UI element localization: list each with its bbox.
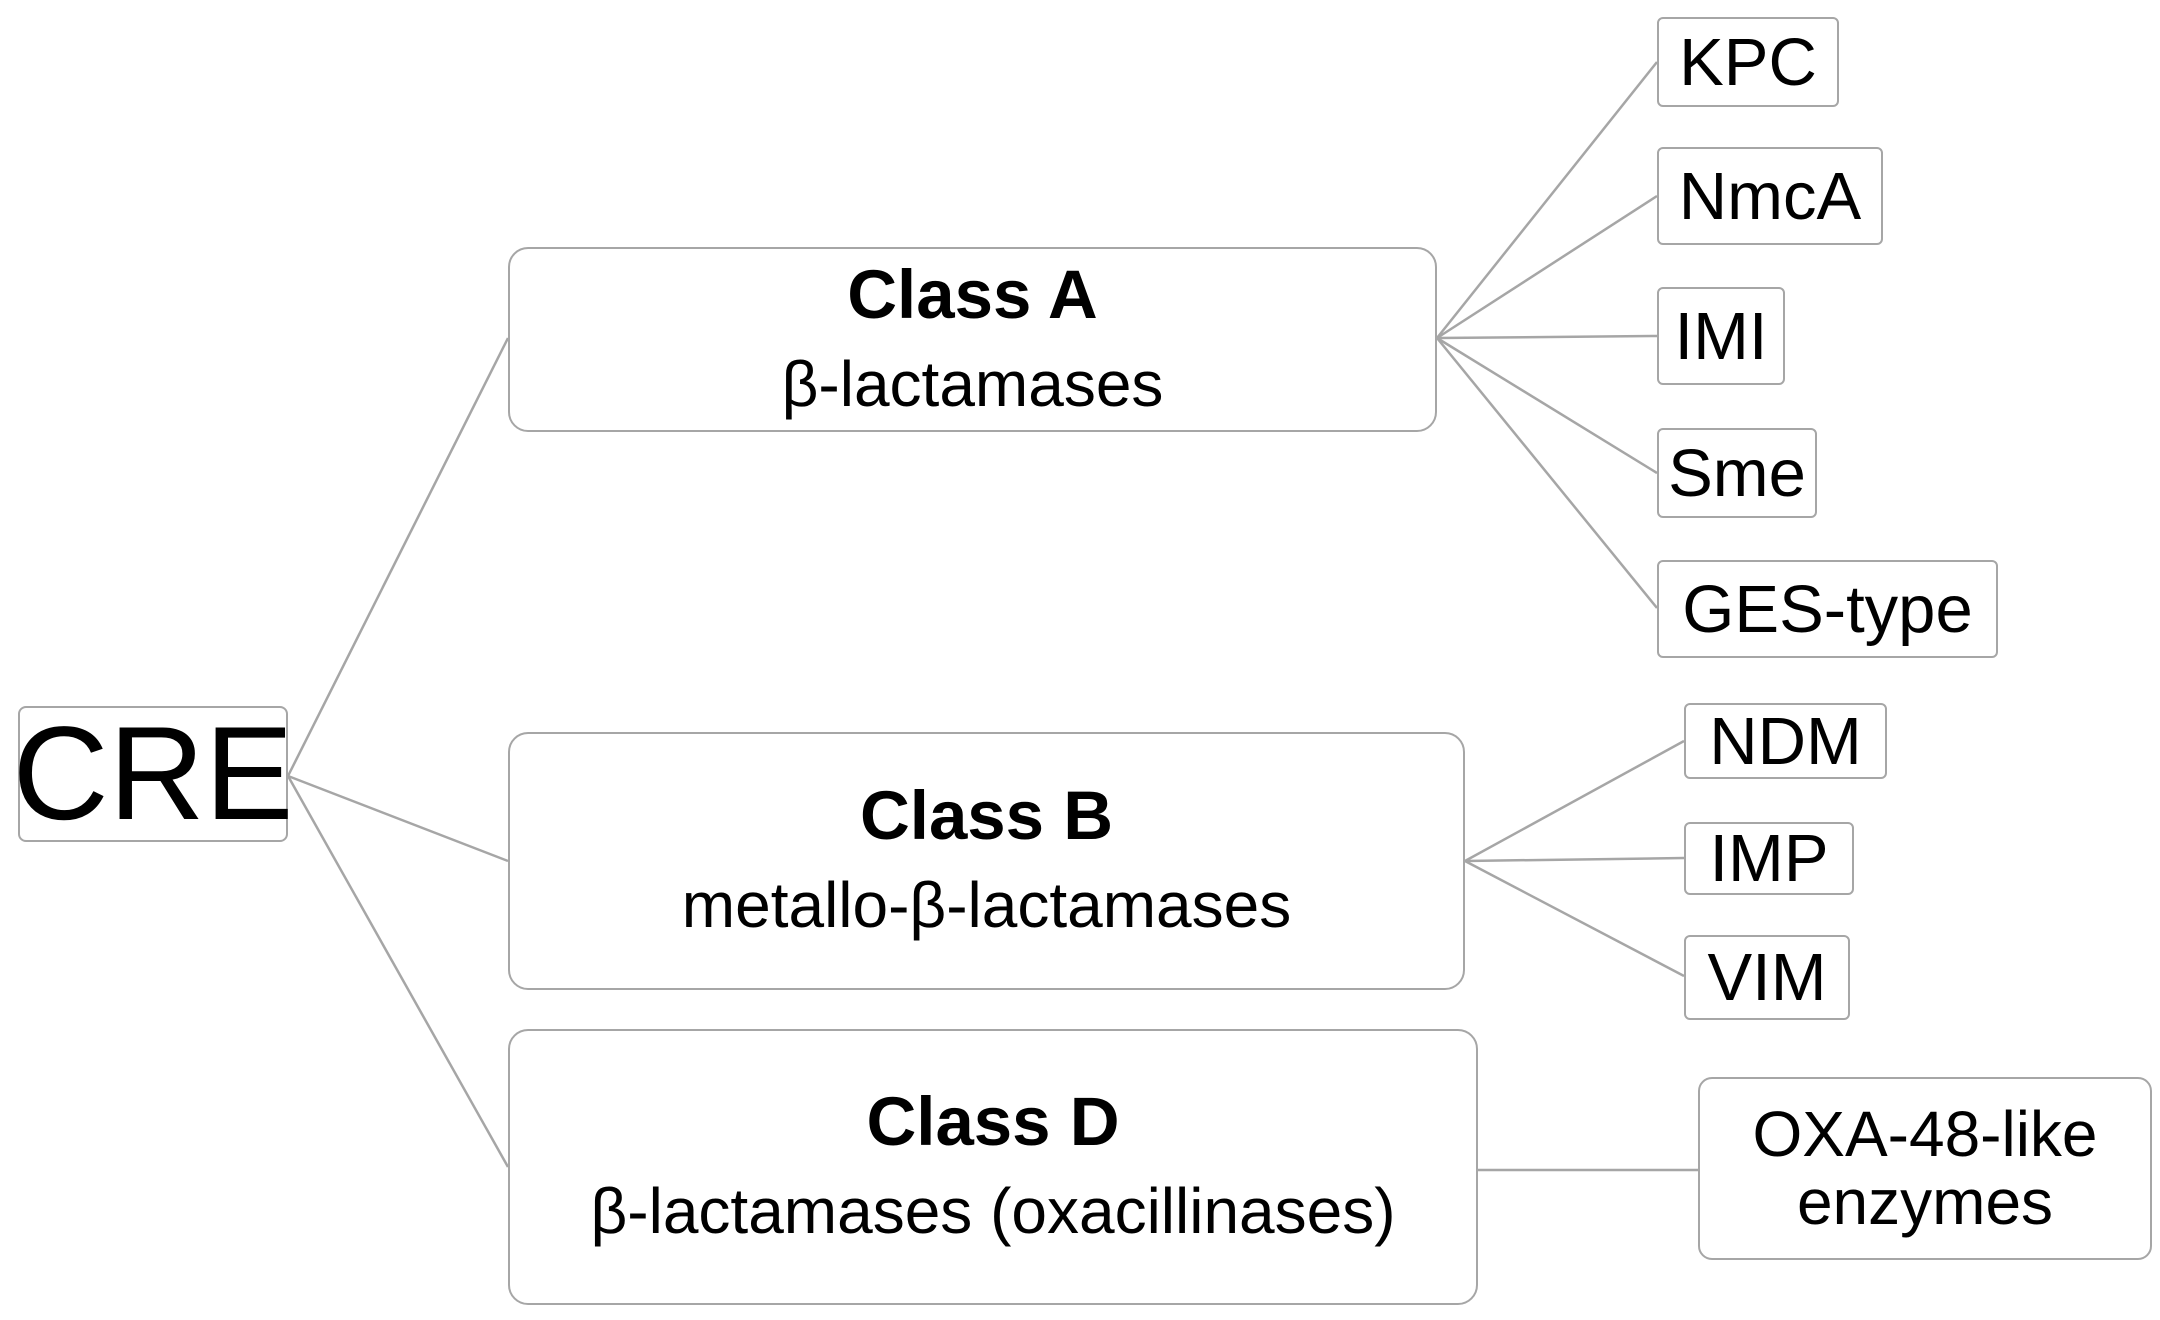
connector-class-a-imi — [1436, 334, 1658, 340]
enzyme-label: VIM — [1707, 940, 1827, 1015]
class-a-node: Class A β-lactamases — [508, 247, 1437, 432]
cre-node: CRE — [13, 700, 294, 848]
cre-label: CRE — [12, 700, 294, 848]
enzyme-label: NmcA — [1678, 158, 1862, 234]
enzyme-label: Sme — [1668, 435, 1806, 511]
enzyme-label: IMP — [1709, 821, 1829, 896]
connector-cre-class-a — [286, 337, 510, 777]
enzyme-imp: IMP — [1684, 821, 1854, 896]
enzyme-oxa-48-like: OXA-48-like enzymes — [1698, 1077, 2152, 1260]
connector-class-a-sme — [1436, 336, 1658, 475]
enzyme-nmca: NmcA — [1657, 147, 1883, 245]
connector-class-b-vim — [1464, 859, 1685, 978]
enzyme-label: GES-type — [1682, 571, 1973, 647]
enzyme-sme: Sme — [1657, 428, 1817, 518]
enzyme-label-line-2: enzymes — [1796, 1165, 2054, 1238]
class-b-subtitle: metallo-β-lactamases — [681, 869, 1292, 942]
class-a-title: Class A — [847, 255, 1098, 333]
connector-class-b-ndm — [1464, 739, 1685, 863]
class-d-node: Class D β-lactamases (oxacillinases) — [508, 1029, 1478, 1305]
connector-cre-class-b — [287, 774, 509, 863]
connector-class-a-ges — [1436, 337, 1658, 609]
class-b-title: Class B — [859, 777, 1114, 855]
enzyme-imi: IMI — [1657, 287, 1785, 385]
enzyme-ndm: NDM — [1684, 703, 1887, 779]
connector-class-a-nmca — [1436, 194, 1658, 340]
enzyme-label: KPC — [1679, 24, 1817, 100]
connector-class-b-imp — [1464, 856, 1685, 863]
class-d-subtitle: β-lactamases (oxacillinases) — [590, 1175, 1396, 1248]
connector-class-a-kpc — [1436, 61, 1658, 339]
class-a-subtitle: β-lactamases — [781, 347, 1164, 420]
connector-cre-class-d — [286, 775, 510, 1168]
class-b-node: Class B metallo-β-lactamases — [508, 732, 1465, 990]
enzyme-label: NDM — [1709, 703, 1862, 779]
enzyme-kpc: KPC — [1657, 17, 1839, 107]
enzyme-ges-type: GES-type — [1657, 560, 1998, 658]
enzyme-vim: VIM — [1684, 935, 1850, 1020]
enzyme-label: IMI — [1674, 298, 1768, 374]
enzyme-label-line-1: OXA-48-like — [1752, 1098, 2098, 1171]
class-d-title: Class D — [866, 1083, 1120, 1161]
